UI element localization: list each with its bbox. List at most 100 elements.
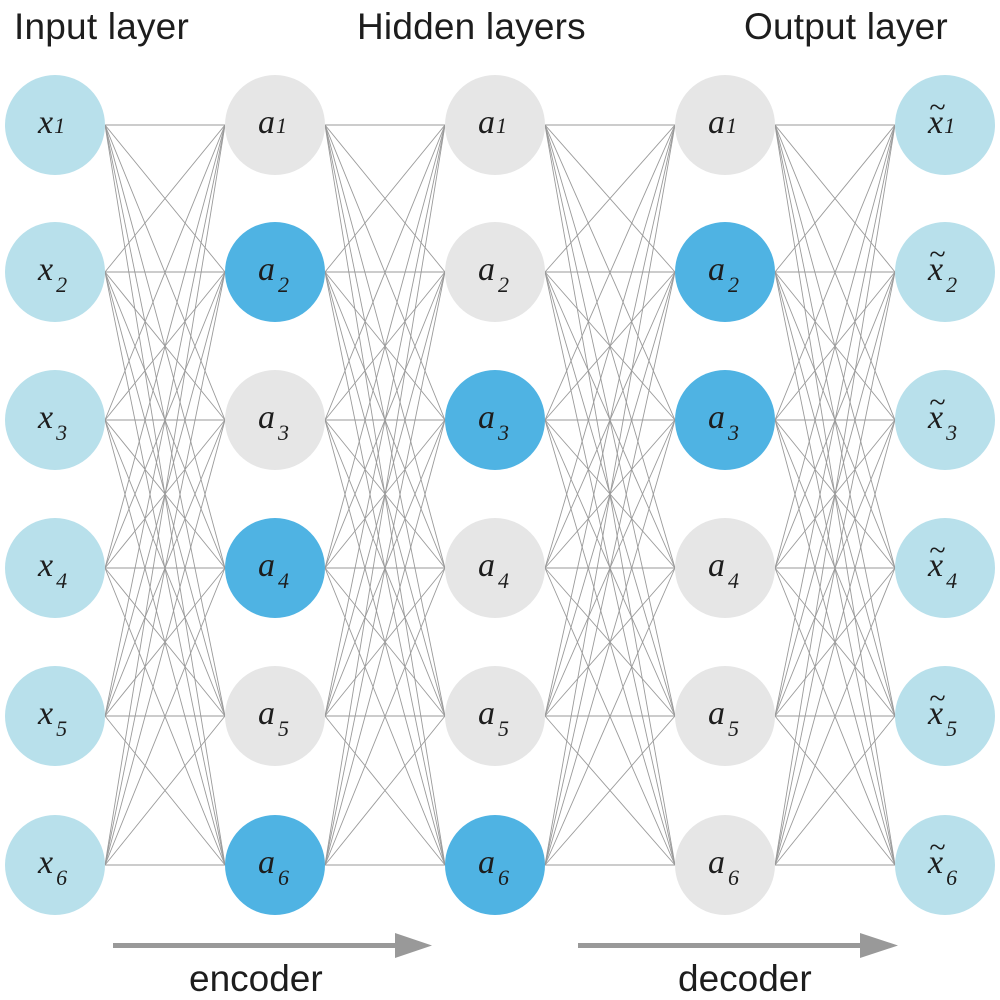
edge-input-6-to-hidden-1-3 [104,419,226,866]
edge-input-6-to-hidden-1-1 [104,124,226,866]
node-label: a1 [478,104,507,141]
edge-hidden-2-5-to-hidden-3-1 [544,124,676,717]
tilde-icon: ~ [929,386,945,419]
node-circle [895,75,995,175]
node-circle [675,75,775,175]
edge-input-6-to-hidden-1-4 [104,567,226,866]
edge-hidden-2-6-to-hidden-3-3 [544,419,676,866]
decoder-arrow-icon [578,933,898,958]
node-circle [895,518,995,618]
node-circle [675,222,775,322]
node-circle [445,518,545,618]
edge-hidden-1-3-to-hidden-2-1 [324,124,446,421]
node-label: x1 [927,104,955,141]
edge-hidden-1-6-to-hidden-2-5 [324,715,446,866]
node-circle [225,518,325,618]
edge-hidden-1-5-to-hidden-2-1 [324,124,446,717]
input-layer-title: Input layer [14,6,189,47]
edge-hidden-2-6-to-hidden-3-5 [544,715,676,866]
edge-hidden-1-2-to-hidden-2-1 [324,124,446,273]
node-label: a1 [708,104,737,141]
node-circle [675,370,775,470]
node-circle [895,666,995,766]
output-layer-title: Output layer [744,6,948,47]
encoder-arrow-icon [113,933,432,958]
edge-hidden-3-6-to-output-2 [774,271,896,866]
node-circle [5,370,105,470]
node-circle [225,815,325,915]
edge-hidden-3-2-to-output-1 [774,124,896,273]
edge-hidden-3-6-to-output-1 [774,124,896,866]
edge-hidden-2-6-to-hidden-3-4 [544,567,676,866]
edge-hidden-1-6-to-hidden-2-1 [324,124,446,866]
node-circle [225,75,325,175]
node-circle [445,370,545,470]
node-circle [445,75,545,175]
node-input-1: x1 [5,75,105,175]
edge-hidden-2-6-to-hidden-3-1 [544,124,676,866]
node-hidden-3-1: a1 [675,75,775,175]
node-label: x1 [37,104,65,141]
edge-hidden-1-6-to-hidden-2-4 [324,567,446,866]
node-circle [5,666,105,766]
tilde-icon: ~ [929,91,945,124]
node-circle [445,666,545,766]
node-circle [445,222,545,322]
node-circle [5,518,105,618]
decoder-caption: decoder [678,958,812,999]
node-circle [895,222,995,322]
node-circle [675,518,775,618]
edge-hidden-3-5-to-output-1 [774,124,896,717]
edge-hidden-3-4-to-output-1 [774,124,896,569]
edge-hidden-2-2-to-hidden-3-1 [544,124,676,273]
node-circle [225,370,325,470]
node-circle [5,815,105,915]
encoder-caption: encoder [189,958,323,999]
node-circle [675,815,775,915]
edge-hidden-2-6-to-hidden-3-2 [544,271,676,866]
connection-edges [104,124,896,866]
node-circle [5,222,105,322]
hidden-layers-title: Hidden layers [357,6,586,47]
node-circle [895,370,995,470]
edge-input-2-to-hidden-1-1 [104,124,226,273]
edge-hidden-3-6-to-output-4 [774,567,896,866]
edge-input-5-to-hidden-1-1 [104,124,226,717]
node-label: a1 [258,104,287,141]
